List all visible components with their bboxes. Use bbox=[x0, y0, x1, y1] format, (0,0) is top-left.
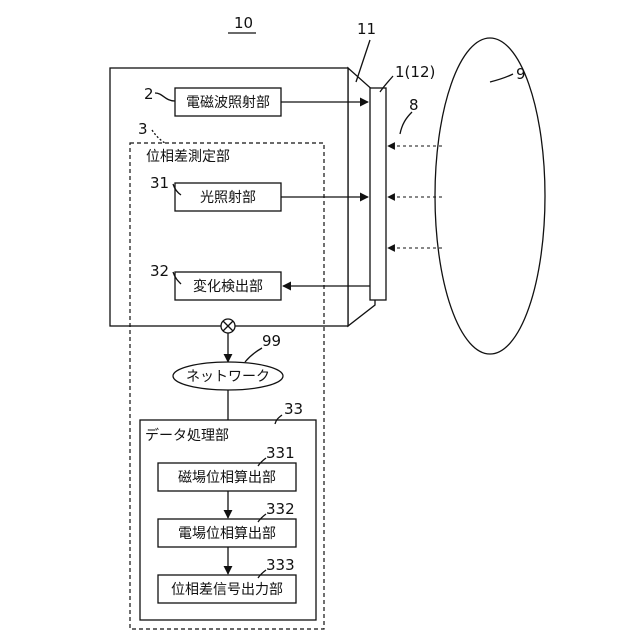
detector-ref: 32 bbox=[150, 262, 169, 280]
emitter-ref: 2 bbox=[144, 85, 154, 103]
mag-calc-label: 磁場位相算出部 bbox=[178, 470, 276, 486]
elec-calc-label: 電場位相算出部 bbox=[178, 526, 276, 542]
output-label: 位相差信号出力部 bbox=[171, 582, 283, 598]
phase-unit-ref: 3 bbox=[138, 120, 148, 138]
light-emitter-label: 光照射部 bbox=[200, 190, 256, 206]
output-ref: 333 bbox=[266, 556, 295, 574]
light-emitter-ref: 31 bbox=[150, 174, 169, 192]
sensor-plate bbox=[370, 88, 386, 300]
network-leader bbox=[245, 348, 262, 362]
network-ref: 99 bbox=[262, 332, 281, 350]
network-label: ネットワーク bbox=[186, 369, 270, 385]
emitter-label: 電磁波照射部 bbox=[186, 95, 270, 111]
processor-label: データ処理部 bbox=[145, 427, 229, 444]
detector-label: 変化検出部 bbox=[193, 278, 263, 295]
elec-calc-ref: 332 bbox=[266, 500, 295, 518]
probe-ref: 11 bbox=[357, 20, 376, 38]
phase-unit-label: 位相差測定部 bbox=[146, 149, 230, 165]
connector-symbol bbox=[221, 319, 235, 333]
processor-ref: 33 bbox=[284, 400, 303, 418]
target-ref: 9 bbox=[516, 65, 526, 83]
wave-ref: 8 bbox=[409, 96, 419, 114]
device-ref: 10 bbox=[234, 14, 253, 32]
probe-leader bbox=[356, 40, 370, 82]
sensor-ref: 1(12) bbox=[395, 63, 435, 81]
target-object bbox=[435, 38, 545, 354]
mag-calc-ref: 331 bbox=[266, 444, 295, 462]
wave-leader bbox=[400, 112, 412, 134]
